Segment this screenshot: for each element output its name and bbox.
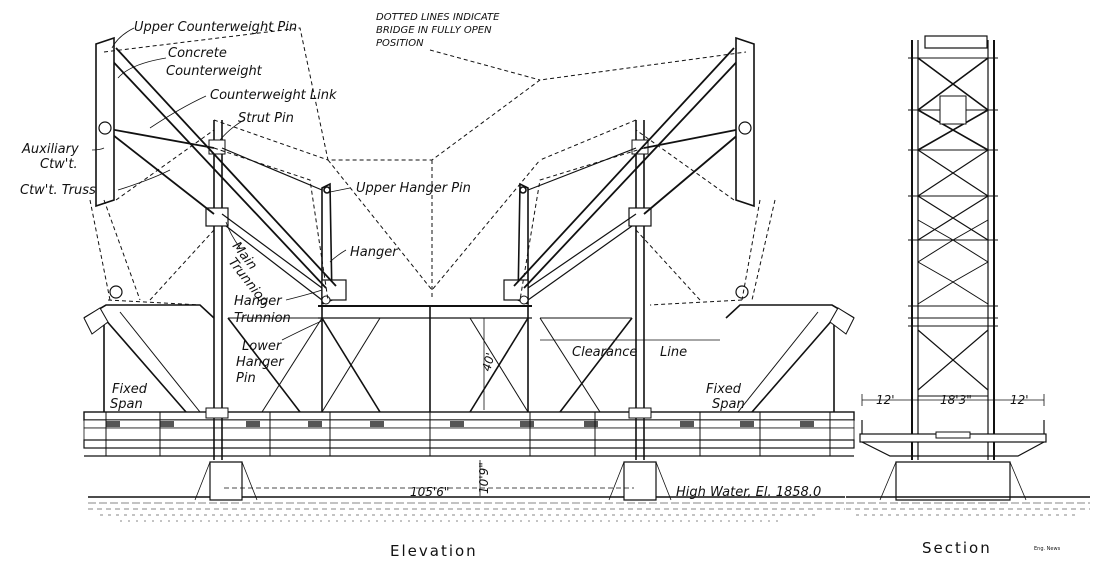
label-hanger-trunnion-2: Trunnion	[234, 311, 291, 326]
water-hatching	[88, 496, 845, 522]
label-upper-hanger-pin: Upper Hanger Pin	[356, 181, 471, 196]
dim-height-40: 40'	[479, 351, 497, 373]
dim-section-mid: 18'3"	[940, 393, 972, 407]
label-auxiliary: Auxiliary	[21, 142, 79, 157]
label-fixed-right: Fixed	[706, 382, 742, 397]
label-strut-pin: Strut Pin	[238, 111, 294, 126]
fixed-span-right	[725, 304, 855, 413]
left-counterweight-arm	[95, 36, 337, 301]
label-clearance: Clearance	[572, 345, 637, 360]
label-upper-counterweight-pin: Upper Counterweight Pin	[134, 20, 297, 35]
dimension-lines	[224, 318, 634, 496]
caption-section: Section	[922, 539, 992, 557]
left-pier	[194, 461, 258, 501]
label-span-right: Span	[712, 397, 745, 412]
right-counterweight-arm	[513, 36, 755, 301]
label-span-left: Span	[110, 397, 143, 412]
label-lower-2: Hanger	[236, 355, 285, 370]
caption-elevation: Elevation	[390, 542, 478, 560]
bridge-deck	[83, 411, 855, 457]
signature: Eng. News	[1034, 546, 1061, 552]
label-ctwt-truss: Ctw't. Truss	[20, 183, 96, 198]
label-lower-1: Lower	[242, 339, 283, 354]
right-hanger	[503, 182, 529, 306]
dim-section-right: 12'	[1010, 393, 1029, 407]
note-line-3: POSITION	[376, 38, 424, 49]
open-position-dotted	[89, 27, 776, 306]
label-ctwt-short: Ctw't.	[40, 157, 78, 172]
note-line-1: DOTTED LINES INDICATE	[376, 12, 500, 23]
label-line: Line	[660, 345, 687, 360]
right-pier	[608, 461, 672, 501]
label-lower-3: Pin	[236, 371, 256, 386]
fixed-span-left	[83, 304, 215, 413]
left-hanger	[321, 182, 347, 306]
dim-section-left: 12'	[876, 393, 895, 407]
label-counterweight: Counterweight	[166, 64, 263, 79]
right-tower	[628, 120, 652, 460]
dim-span: 105'6"	[410, 485, 449, 499]
label-hanger: Hanger	[350, 245, 399, 260]
label-concrete: Concrete	[168, 46, 227, 61]
label-fixed-left: Fixed	[112, 382, 148, 397]
note-line-2: BRIDGE IN FULLY OPEN	[376, 25, 492, 36]
section-view	[846, 35, 1090, 516]
lift-span-truss	[227, 305, 720, 413]
label-counterweight-link: Counterweight Link	[210, 88, 337, 103]
leader-lines	[91, 27, 351, 341]
label-hanger-trunnion-1: Hanger	[234, 294, 283, 309]
dim-clearance-10: 10'9"	[477, 462, 491, 494]
label-high-water: High Water, El. 1858.0	[676, 485, 821, 500]
